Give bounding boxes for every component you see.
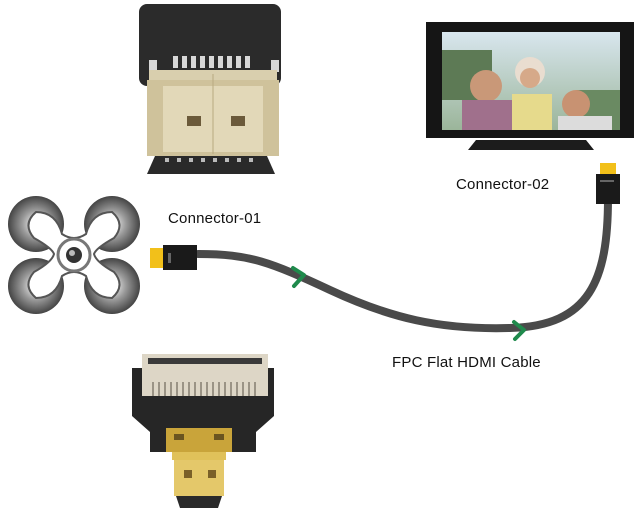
connector-02-plug <box>596 163 620 204</box>
connector-01-plug <box>150 245 197 270</box>
cable-label: FPC Flat HDMI Cable <box>392 354 541 371</box>
hdmi-type-a-plug <box>135 4 285 176</box>
connector-02-label: Connector-02 <box>456 176 550 193</box>
connector-01-label: Connector-01 <box>168 210 262 227</box>
micro-hdmi-fpc-adapter <box>128 348 278 512</box>
drone-gimbal-icon <box>4 192 144 316</box>
tv-monitor <box>426 20 636 152</box>
